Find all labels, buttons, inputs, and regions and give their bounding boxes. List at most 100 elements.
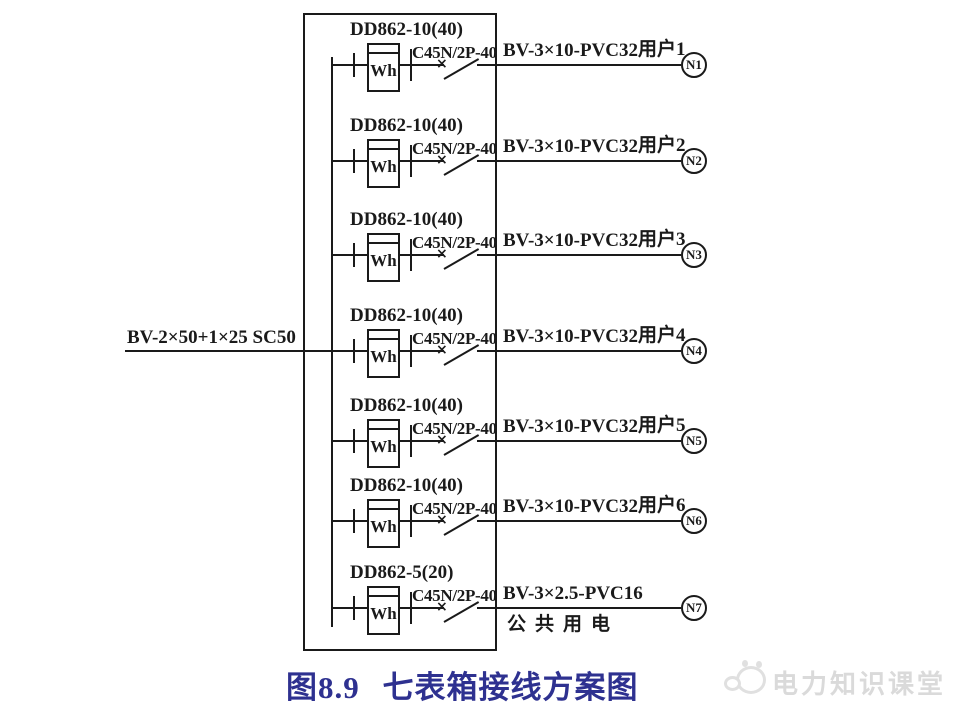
- breaker-label: C45N/2P-40: [412, 233, 497, 252]
- wire-meter-to-breaker: [400, 254, 444, 256]
- energy-meter-symbol: Wh: [367, 139, 400, 188]
- meter-left-terminal: [353, 53, 355, 77]
- breaker-contact-icon: ×: [436, 432, 448, 448]
- wire-to-user: [477, 64, 681, 66]
- energy-meter-symbol: Wh: [367, 499, 400, 548]
- user-label: 用户1: [638, 39, 686, 60]
- wire-meter-to-breaker: [400, 607, 444, 609]
- energy-meter-symbol: Wh: [367, 586, 400, 635]
- meter-register-band: [369, 45, 398, 54]
- cable-label: BV-3×10-PVC32: [503, 136, 639, 157]
- meter-right-terminal: [410, 505, 412, 537]
- cable-label: BV-3×10-PVC32: [503, 416, 639, 437]
- wire-to-user: [477, 607, 681, 609]
- meter-right-terminal: [410, 145, 412, 177]
- wire-meter-to-breaker: [400, 350, 444, 352]
- meter-wh-label: Wh: [370, 61, 397, 80]
- meter-register-band: [369, 588, 398, 597]
- meter-wh-label: Wh: [370, 517, 397, 536]
- breaker-label: C45N/2P-40: [412, 43, 497, 62]
- breaker-label: C45N/2P-40: [412, 329, 497, 348]
- breaker-contact-icon: ×: [436, 246, 448, 262]
- wire-meter-to-breaker: [400, 520, 444, 522]
- breaker-contact-icon: ×: [436, 512, 448, 528]
- meter-right-terminal: [410, 592, 412, 624]
- meter-left-terminal: [353, 429, 355, 453]
- figure-caption: 图8.9 七表箱接线方案图: [286, 670, 639, 705]
- meter-model-label: DD862-10(40): [350, 305, 463, 326]
- meter-right-terminal: [410, 49, 412, 81]
- meter-model-label: DD862-5(20): [350, 562, 454, 583]
- breaker-label: C45N/2P-40: [412, 419, 497, 438]
- wire-meter-to-breaker: [400, 440, 444, 442]
- meter-register-band: [369, 501, 398, 510]
- energy-meter-symbol: Wh: [367, 419, 400, 468]
- breaker-label: C45N/2P-40: [412, 139, 497, 158]
- energy-meter-symbol: Wh: [367, 43, 400, 92]
- meter-register-band: [369, 141, 398, 150]
- cable-label: BV-3×10-PVC32: [503, 230, 639, 251]
- breaker-label: C45N/2P-40: [412, 586, 497, 605]
- user-label: 用户3: [638, 229, 686, 250]
- meter-wh-label: Wh: [370, 251, 397, 270]
- node-circle: N1: [681, 52, 707, 78]
- watermark-text: 电力知识课堂: [772, 669, 947, 699]
- wire-to-user: [477, 520, 681, 522]
- meter-wh-label: Wh: [370, 437, 397, 456]
- cable-label: BV-3×10-PVC32: [503, 496, 639, 517]
- breaker-contact-icon: ×: [436, 342, 448, 358]
- wire-bus-to-meter: [332, 254, 368, 256]
- incoming-feeder-line: [125, 350, 333, 352]
- meter-left-terminal: [353, 509, 355, 533]
- meter-left-terminal: [353, 596, 355, 620]
- meter-register-band: [369, 235, 398, 244]
- meter-left-terminal: [353, 339, 355, 363]
- breaker-contact-icon: ×: [436, 152, 448, 168]
- wire-meter-to-breaker: [400, 160, 444, 162]
- wire-to-user: [477, 440, 681, 442]
- meter-model-label: DD862-10(40): [350, 475, 463, 496]
- wire-bus-to-meter: [332, 350, 368, 352]
- meter-register-band: [369, 421, 398, 430]
- energy-meter-symbol: Wh: [367, 233, 400, 282]
- wire-bus-to-meter: [332, 160, 368, 162]
- meter-box-outline: [303, 13, 497, 651]
- wire-to-user: [477, 160, 681, 162]
- node-circle: N2: [681, 148, 707, 174]
- meter-right-terminal: [410, 335, 412, 367]
- wire-meter-to-breaker: [400, 64, 444, 66]
- cable-label: BV-3×2.5-PVC16: [503, 583, 643, 604]
- node-circle: N3: [681, 242, 707, 268]
- meter-right-terminal: [410, 239, 412, 271]
- meter-wh-label: Wh: [370, 157, 397, 176]
- meter-model-label: DD862-10(40): [350, 209, 463, 230]
- meter-model-label: DD862-10(40): [350, 19, 463, 40]
- cable-label: BV-3×10-PVC32: [503, 326, 639, 347]
- cable-label: BV-3×10-PVC32: [503, 40, 639, 61]
- wire-bus-to-meter: [332, 607, 368, 609]
- user-label: 用户4: [638, 325, 686, 346]
- breaker-contact-icon: ×: [436, 56, 448, 72]
- watermark: 电力知识课堂: [722, 656, 952, 704]
- energy-meter-symbol: Wh: [367, 329, 400, 378]
- wire-bus-to-meter: [332, 64, 368, 66]
- bus-line: [331, 57, 333, 627]
- meter-model-label: DD862-10(40): [350, 395, 463, 416]
- user-label: 用户5: [638, 415, 686, 436]
- node-circle: N6: [681, 508, 707, 534]
- breaker-label: C45N/2P-40: [412, 499, 497, 518]
- meter-right-terminal: [410, 425, 412, 457]
- user-label: 公共用电: [507, 614, 620, 635]
- meter-left-terminal: [353, 243, 355, 267]
- meter-model-label: DD862-10(40): [350, 115, 463, 136]
- user-label: 用户6: [638, 495, 686, 516]
- breaker-contact-icon: ×: [436, 599, 448, 615]
- incoming-feeder-label: BV-2×50+1×25 SC50: [127, 327, 296, 348]
- node-circle: N4: [681, 338, 707, 364]
- meter-wh-label: Wh: [370, 347, 397, 366]
- wire-bus-to-meter: [332, 520, 368, 522]
- wire-bus-to-meter: [332, 440, 368, 442]
- wire-to-user: [477, 254, 681, 256]
- node-circle: N5: [681, 428, 707, 454]
